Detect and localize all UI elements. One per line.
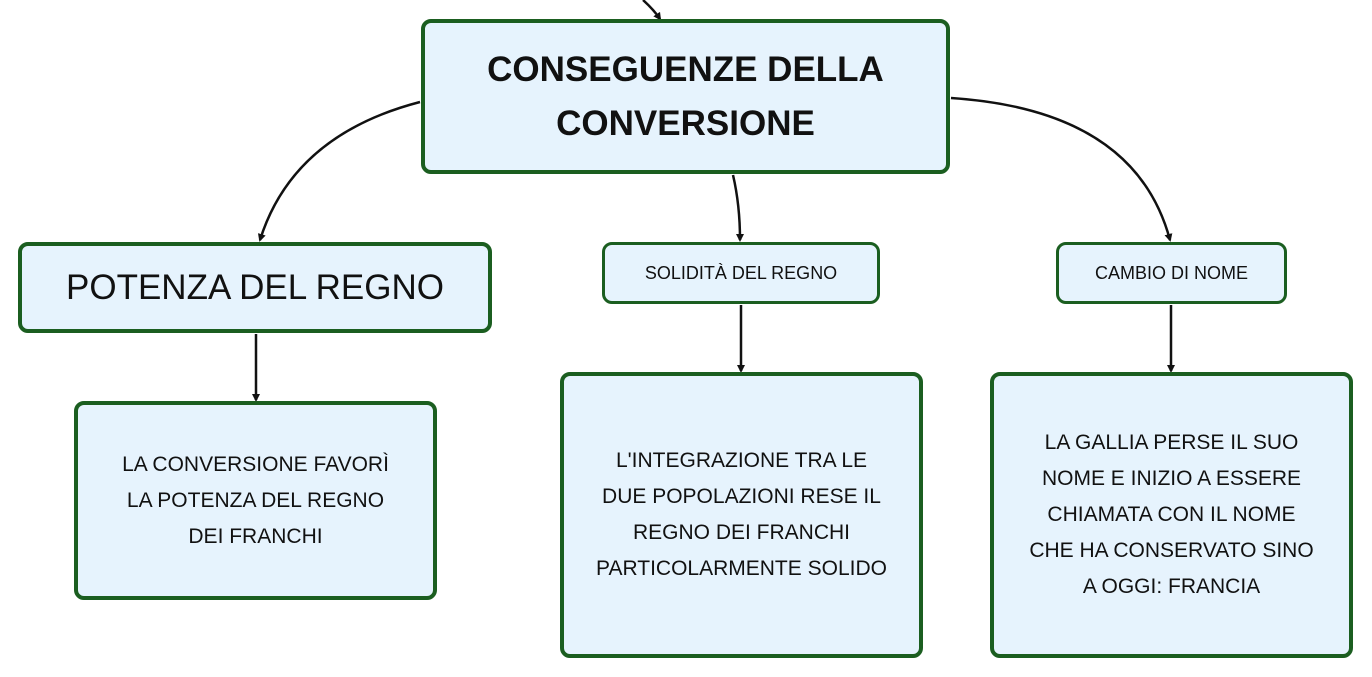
- node-root-conseguenze[interactable]: CONSEGUENZE DELLA CONVERSIONE: [421, 19, 950, 174]
- node-cambio-description-text: LA GALLIA PERSE IL SUO NOME E INIZIO A E…: [1029, 431, 1314, 598]
- node-potenza-description[interactable]: LA CONVERSIONE FAVORÌ LA POTENZA DEL REG…: [74, 401, 437, 600]
- node-solidita-description-text: L'INTEGRAZIONE TRA LE DUE POPOLAZIONI RE…: [596, 449, 887, 580]
- node-solidita-label: SOLIDITÀ DEL REGNO: [644, 262, 838, 283]
- node-potenza-description-text: LA CONVERSIONE FAVORÌ LA POTENZA DEL REG…: [122, 452, 389, 548]
- connector-incoming-root: [642, 0, 662, 21]
- node-potenza-del-regno[interactable]: POTENZA DEL REGNO: [18, 242, 492, 333]
- connector-root-to-solidity: [731, 174, 744, 242]
- node-cambio-label: CAMBIO DI NOME: [1094, 262, 1248, 283]
- node-root-label: CONSEGUENZE DELLA CONVERSIONE: [487, 49, 884, 143]
- node-potenza-label: POTENZA DEL REGNO: [66, 267, 444, 307]
- connector-root-to-name-change: [950, 96, 1173, 242]
- node-solidita-del-regno[interactable]: SOLIDITÀ DEL REGNO: [602, 242, 880, 304]
- connector-root-to-power: [257, 100, 421, 242]
- node-solidita-description[interactable]: L'INTEGRAZIONE TRA LE DUE POPOLAZIONI RE…: [560, 372, 923, 658]
- node-cambio-di-nome[interactable]: CAMBIO DI NOME: [1056, 242, 1287, 304]
- node-cambio-description[interactable]: LA GALLIA PERSE IL SUO NOME E INIZIO A E…: [990, 372, 1353, 658]
